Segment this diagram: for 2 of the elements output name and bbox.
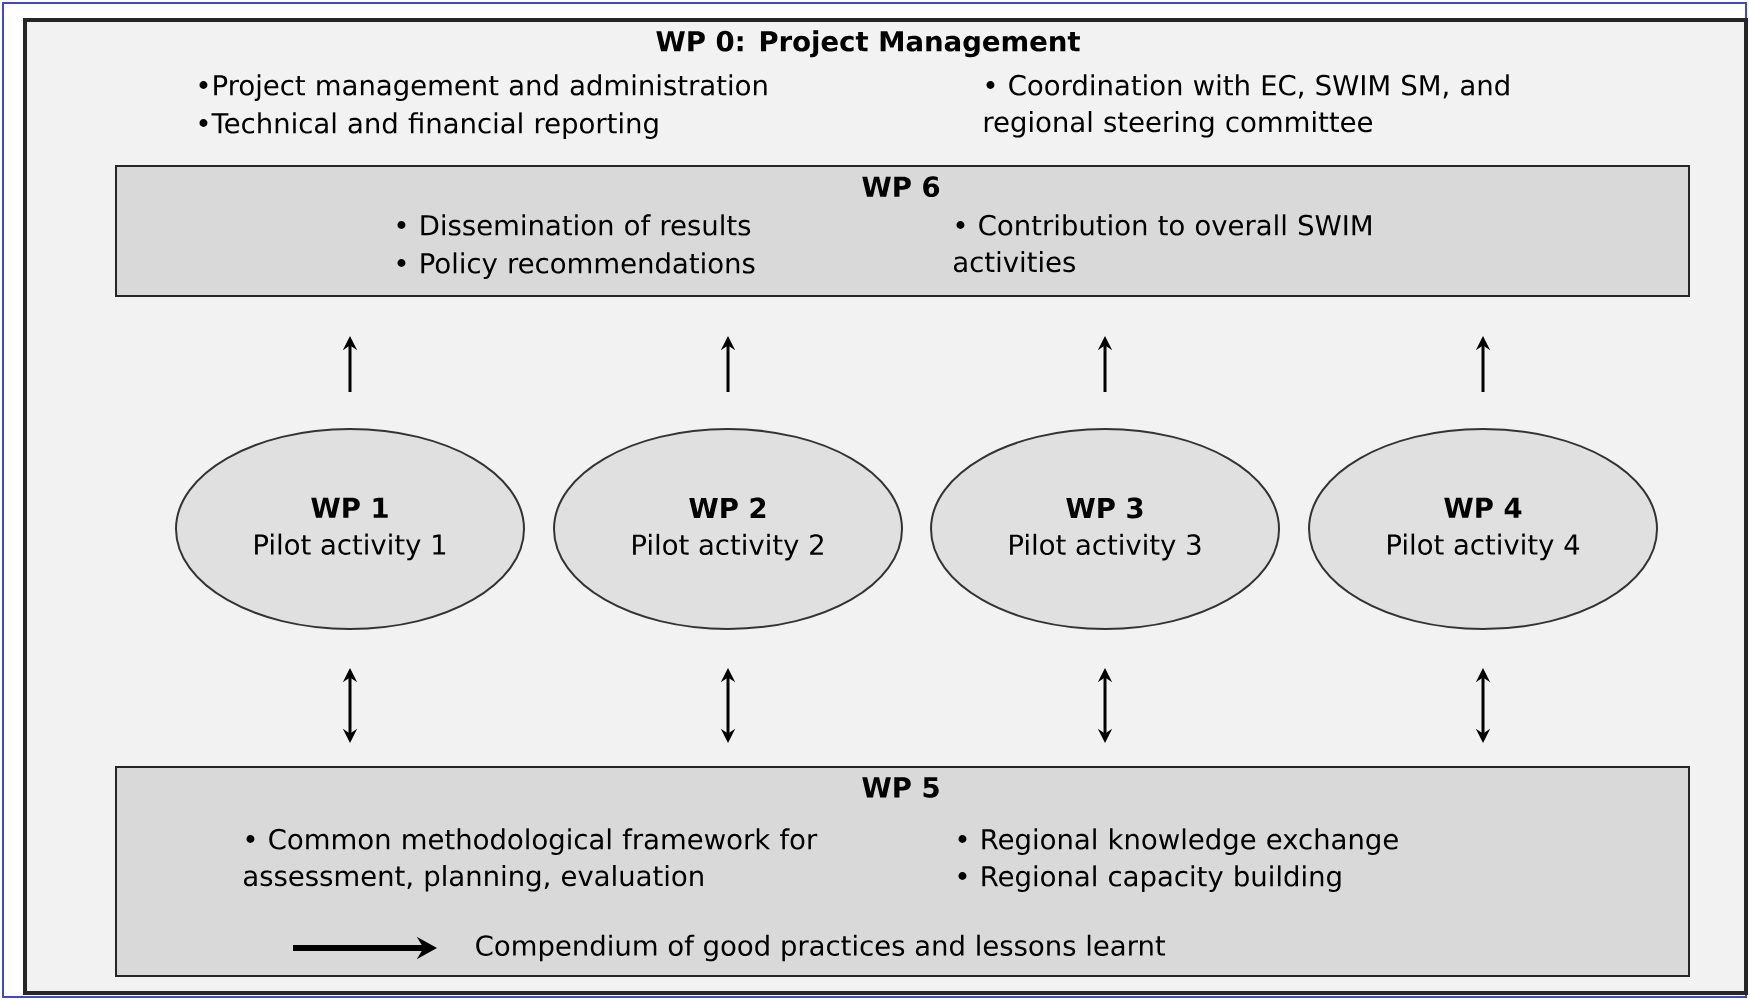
work-package-box: WP 6 • Dissemination of results • Policy recommendations • Contribution to overall SWIM activities (115, 165, 1690, 297)
output-text: Compendium of good practices and lessons learnt (476, 934, 1166, 962)
